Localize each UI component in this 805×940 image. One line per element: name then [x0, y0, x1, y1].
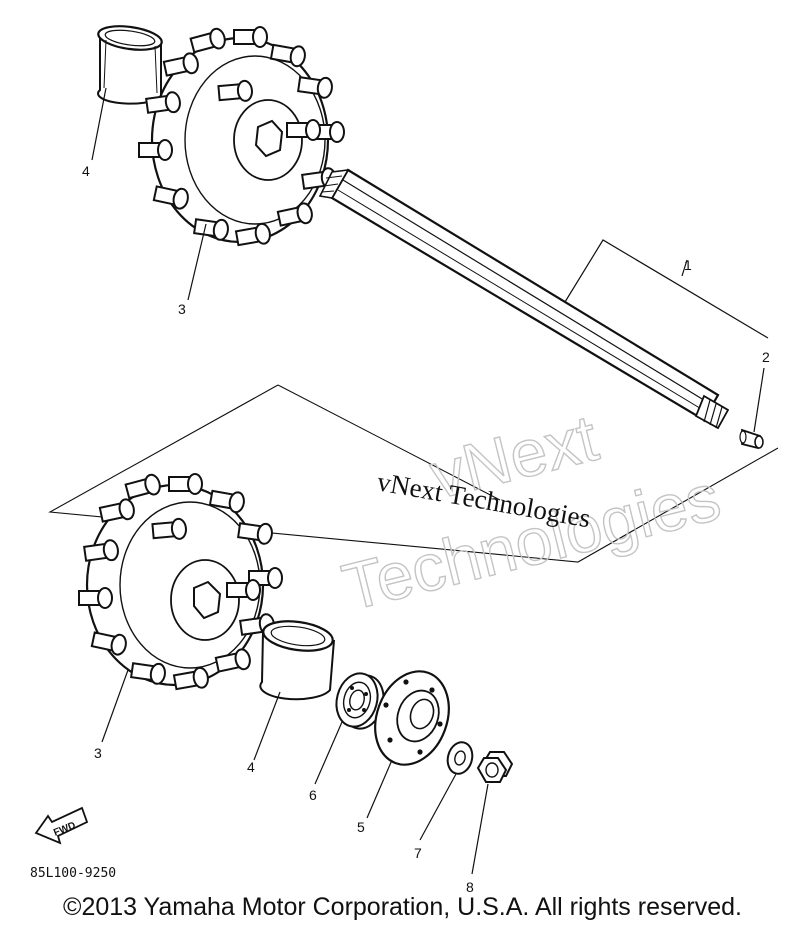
plug: [739, 428, 764, 450]
callouts: 1 2 3 4 3 4 6 5 7 8: [82, 163, 770, 895]
fwd-arrow-icon: FWD: [34, 806, 89, 845]
copyright-notice: ©2013 Yamaha Motor Corporation, U.S.A. A…: [63, 893, 742, 921]
bearing-icon: [335, 672, 385, 730]
watermark: vNext Technologies vNext Technologies: [335, 399, 728, 625]
callout-3-upper: 3: [178, 301, 186, 317]
drive-shaft-icon: [318, 168, 730, 430]
nut: [476, 751, 514, 783]
drive-shaft: [318, 168, 730, 430]
callout-8: 8: [466, 879, 474, 895]
collar-lower: [259, 620, 335, 701]
sprocket-icon: [138, 26, 345, 250]
sprocket-upper: [138, 26, 345, 250]
washer: [446, 741, 474, 775]
bearing: [335, 672, 385, 730]
callout-5: 5: [357, 819, 365, 835]
callout-1: 1: [684, 257, 692, 273]
callout-7: 7: [414, 845, 422, 861]
callout-2: 2: [762, 349, 770, 365]
sprocket-icon: [78, 472, 283, 694]
callout-4-upper: 4: [82, 163, 90, 179]
sprocket-lower: [78, 472, 283, 694]
callout-4-lower: 4: [247, 759, 255, 775]
assembly-outline: [48, 384, 779, 563]
part-code: 85L100-9250: [30, 866, 116, 881]
callout-3-lower: 3: [94, 745, 102, 761]
callout-6: 6: [309, 787, 317, 803]
fwd-arrow: FWD: [34, 806, 89, 845]
leader-lines: [91, 87, 769, 875]
flange-housing: [374, 670, 450, 766]
collar-upper: [97, 25, 163, 105]
